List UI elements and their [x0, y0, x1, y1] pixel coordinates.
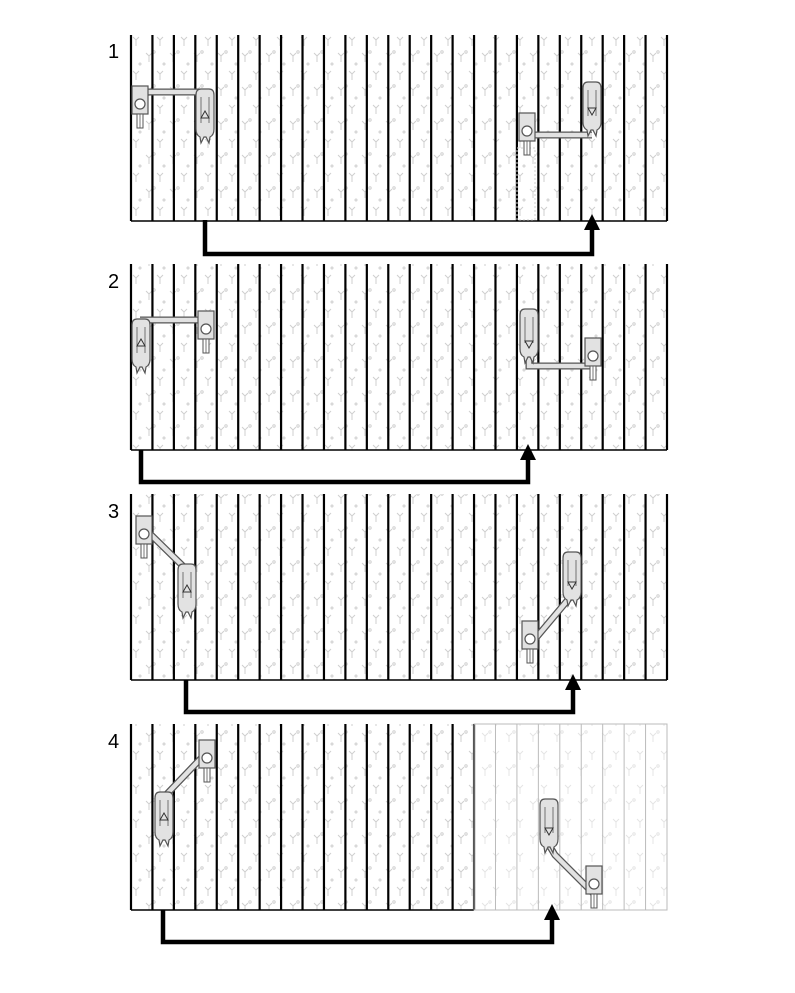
direction-arrow-icon [565, 674, 581, 690]
plant-icon [131, 264, 667, 450]
direction-arrow-icon [138, 450, 531, 485]
direction-arrow-icon [202, 220, 595, 257]
harvester-unit-icon [562, 551, 582, 607]
harvested-area [474, 724, 667, 910]
step-2-machine-left [131, 310, 215, 374]
step-4-label: 4 [108, 731, 119, 753]
harvester-unit-icon [177, 563, 197, 619]
step-3-machine-left [135, 515, 197, 619]
step-1-label: 1 [108, 41, 119, 63]
step-4-machine-left [154, 739, 216, 847]
plant-icon [131, 494, 667, 680]
step-4-machine-right [539, 798, 603, 909]
direction-arrow-icon [520, 444, 536, 460]
harvester-unit-icon [195, 88, 215, 144]
harvester-unit-icon [519, 308, 539, 364]
field-panels [129, 35, 669, 911]
step-2-machine-right [519, 308, 602, 381]
harvester-unit-icon [539, 798, 559, 854]
step-1-field [129, 35, 669, 222]
step-1-machine-right [516, 81, 602, 221]
direction-arrow-icon [544, 904, 560, 920]
plant-icon [131, 35, 667, 221]
harvested-outline [473, 723, 668, 911]
direction-arrow-icon [584, 214, 600, 230]
direction-arrow-icon [160, 910, 555, 945]
direction-arrow-icon [183, 680, 576, 715]
step-2-field [129, 264, 669, 451]
step-3-machine-right [521, 551, 582, 664]
harvester-unit-icon [154, 791, 174, 847]
step-3-label: 3 [108, 501, 119, 523]
step-2-label: 2 [108, 271, 119, 293]
step-3-field [129, 494, 669, 681]
step-1-machine-left [131, 85, 215, 144]
harvester-unit-icon [582, 81, 602, 137]
step-4-field [129, 723, 668, 911]
